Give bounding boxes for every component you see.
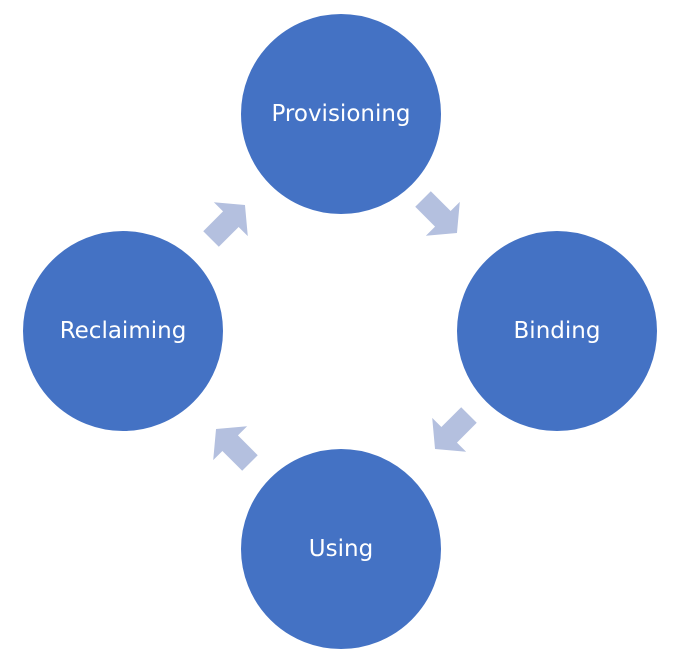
arrow-provisioning-to-binding-icon (415, 191, 460, 236)
node-reclaiming-label: Reclaiming (60, 318, 187, 344)
arrow-binding-to-using-icon (432, 407, 477, 452)
node-binding-circle (455, 229, 659, 433)
node-provisioning: Provisioning (239, 12, 443, 216)
node-reclaiming: Reclaiming (21, 229, 225, 433)
node-provisioning-circle (239, 12, 443, 216)
node-binding: Binding (455, 229, 659, 433)
node-using: Using (239, 447, 443, 651)
arrow-using-to-reclaiming-icon (213, 426, 258, 471)
node-using-circle (239, 447, 443, 651)
node-reclaiming-circle (21, 229, 225, 433)
arrow-reclaiming-to-provisioning-icon (203, 202, 248, 247)
node-using-label: Using (309, 536, 373, 562)
node-binding-label: Binding (514, 318, 601, 344)
node-provisioning-label: Provisioning (271, 101, 410, 127)
